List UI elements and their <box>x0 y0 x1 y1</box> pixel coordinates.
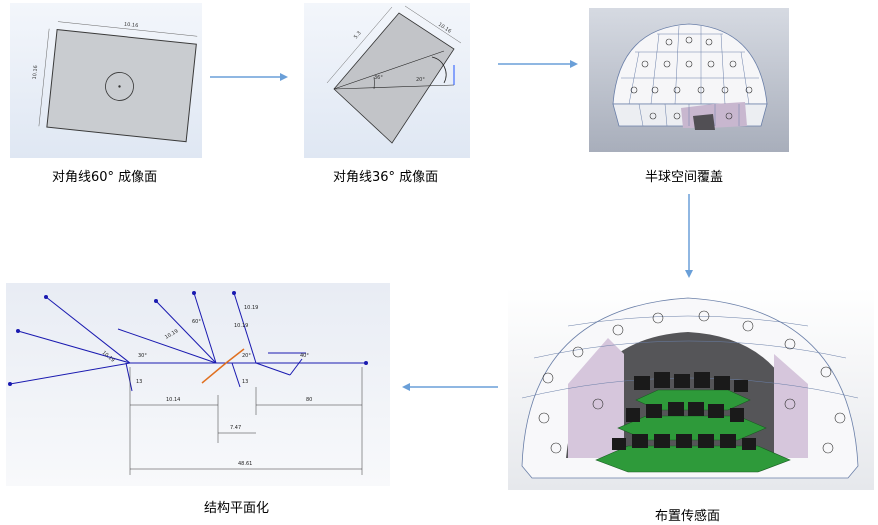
dim-13-a: 13 <box>136 379 142 385</box>
panel-sensor-layout <box>508 288 874 490</box>
diagonal-36-sketch: 5.3 10.16 36° 20° <box>326 5 462 144</box>
angle-20-label: 20° <box>416 77 425 83</box>
diagonal-60-sketch: 10.16 10.16 <box>32 21 198 143</box>
angle-20: 20° <box>242 353 251 359</box>
panel-structure-planar: 10.14 7.47 80 48.61 10.19 10.19 10.19 10… <box>6 283 390 486</box>
dim-10-19-a: 10.19 <box>244 305 258 311</box>
dim-top-label: 10.16 <box>124 22 139 29</box>
caption-panel4: 布置传感面 <box>655 509 721 524</box>
angle-60: 60° <box>192 319 201 325</box>
caption-panel2: 对角线36° 成像面 <box>333 170 439 185</box>
panel-diagonal-36: 5.3 10.16 36° 20° <box>304 3 470 158</box>
panel-diagonal-60: 10.16 10.16 <box>10 3 202 158</box>
dim-80: 80 <box>306 397 312 403</box>
angle-36-label: 36° <box>374 75 383 81</box>
hemisphere-model <box>612 23 768 130</box>
arrow-4-to-5 <box>402 383 498 391</box>
dim-10-19-b: 10.19 <box>234 323 248 329</box>
arrow-3-to-4 <box>685 194 693 278</box>
dim-top-label: 5.3 <box>353 30 363 40</box>
angle-40: 40° <box>300 353 309 359</box>
caption-panel3: 半球空间覆盖 <box>645 170 724 185</box>
dim-left-label: 10.16 <box>32 65 39 80</box>
caption-panel5: 结构平面化 <box>204 501 270 516</box>
dim-48-61: 48.61 <box>238 461 252 467</box>
dim-10-19-d: 10.19 <box>101 350 116 364</box>
caption-panel1: 对角线60° 成像面 <box>52 170 158 185</box>
arrow-1-to-2 <box>210 73 288 81</box>
dim-right-label: 10.16 <box>437 22 452 35</box>
dome-with-boards <box>521 297 859 479</box>
panel-hemisphere-coverage <box>589 8 789 152</box>
planar-sketch: 10.14 7.47 80 48.61 10.19 10.19 10.19 10… <box>8 291 368 475</box>
dim-13-b: 13 <box>242 379 248 385</box>
arrow-2-to-3 <box>498 60 578 68</box>
angle-30: 30° <box>138 353 147 359</box>
dim-10-19-c: 10.19 <box>164 328 179 340</box>
dim-7-47: 7.47 <box>230 425 241 431</box>
dim-10-14: 10.14 <box>166 397 180 403</box>
